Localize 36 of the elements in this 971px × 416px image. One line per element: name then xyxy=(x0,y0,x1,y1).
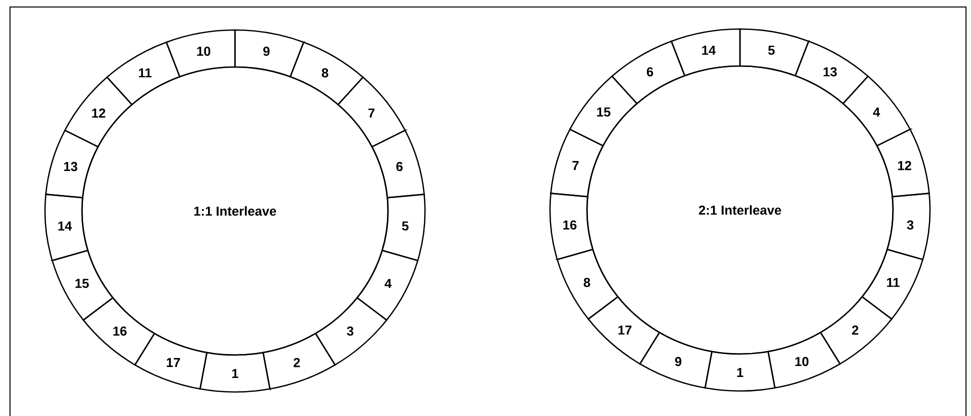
ring-sector: 15 xyxy=(569,76,638,146)
node-label: 2:1 Interleave xyxy=(698,205,782,215)
ring-sector: 9 xyxy=(639,332,713,389)
ring-sector: 11 xyxy=(106,42,180,106)
ring-sector: 8 xyxy=(556,248,619,320)
ring-sector: 3 xyxy=(886,192,931,260)
ring-sector: 4 xyxy=(842,76,911,146)
ring-sector: 8 xyxy=(290,42,364,106)
ring-sector: 12 xyxy=(876,128,930,198)
ring-sector: 16 xyxy=(549,192,594,260)
ring-sector: 17 xyxy=(588,296,660,365)
ring-sector: 6 xyxy=(611,40,686,104)
ring-sector: 5 xyxy=(739,28,810,76)
ring-sector: 1 xyxy=(704,350,776,392)
ring-sector: 14 xyxy=(44,194,88,262)
ring-sector: 11 xyxy=(861,248,924,320)
ring-sector: 7 xyxy=(550,128,604,198)
ring-sector: 10 xyxy=(166,29,236,78)
ring-sector: 10 xyxy=(767,332,841,389)
ring-sector: 12 xyxy=(64,76,133,148)
ring-sector: 9 xyxy=(234,29,304,78)
ring-sector: 2 xyxy=(820,296,892,365)
ring-sector: 16 xyxy=(82,297,156,366)
ring-sector: 1 xyxy=(199,352,271,393)
ring-sector: 6 xyxy=(371,130,425,198)
ring-sector: 13 xyxy=(794,40,869,104)
ring-sector: 15 xyxy=(52,250,114,321)
ring-sector: 13 xyxy=(45,130,99,198)
ring-sector: 4 xyxy=(356,250,418,321)
ring-sector: 7 xyxy=(337,76,406,148)
node-label: 1:1 Interleave xyxy=(194,206,276,216)
ring-sector: 2 xyxy=(262,332,336,390)
ring-sector: 3 xyxy=(314,297,388,366)
ring-sector: 17 xyxy=(134,332,208,390)
ring-sector: 5 xyxy=(382,194,426,262)
ring-sector: 14 xyxy=(670,28,741,76)
